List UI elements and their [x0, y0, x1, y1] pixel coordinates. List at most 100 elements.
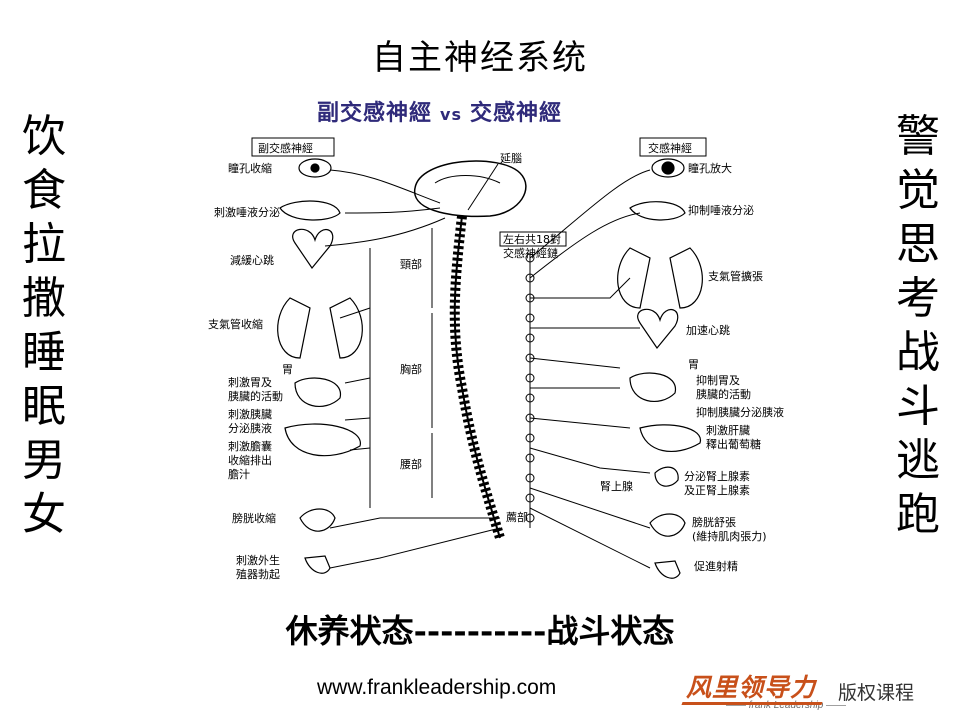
- right-header: 交感神經: [648, 141, 692, 155]
- nerve-line: [344, 377, 371, 384]
- ganglion-node: [525, 433, 535, 443]
- symp-label: 抑制唾液分泌: [688, 203, 754, 217]
- para-label: 胰臟的活動: [228, 389, 283, 403]
- left-salivary-icon: [279, 200, 341, 221]
- left-vertical-text: 饮 食 拉 撒 睡 眠 男 女: [14, 110, 74, 542]
- chain-label-1: 左右共18對: [503, 232, 561, 246]
- ganglion-node: [525, 253, 535, 263]
- right-eye-icon: [651, 158, 685, 178]
- para-label: 刺激胃及: [228, 375, 272, 389]
- symp-label: 釋出葡萄糖: [706, 437, 761, 451]
- left-heart-icon: [292, 228, 334, 270]
- left-bladder-icon: [299, 508, 336, 532]
- copyright-label: 版权课程: [838, 682, 915, 704]
- para-label: 膀胱收縮: [232, 511, 276, 525]
- ganglion-node: [525, 333, 535, 343]
- brain-shape: [414, 160, 527, 218]
- symp-label: 腎上腺: [600, 479, 633, 493]
- symp-label: 抑制胃及: [696, 373, 740, 387]
- chain-label-2: 交感神經鏈: [503, 246, 558, 260]
- right-organs: [617, 158, 703, 579]
- ganglion-node: [525, 453, 535, 463]
- sympathetic-nerves: [529, 169, 651, 569]
- nerve-line: [530, 277, 631, 299]
- left-lungs-icon: [277, 297, 363, 359]
- para-label: 刺激唾液分泌: [214, 205, 280, 219]
- right-liver-icon: [639, 424, 701, 452]
- symp-label: 胃: [688, 358, 699, 371]
- nerve-line: [529, 417, 631, 429]
- right-lungs-icon: [617, 247, 703, 309]
- subtitle-vs: vs: [440, 105, 462, 124]
- para-label: 刺激外生: [236, 553, 280, 567]
- nerve-line: [344, 207, 441, 214]
- spine-section-sacral: 薦部: [506, 510, 528, 524]
- right-char: 斗: [896, 381, 940, 432]
- para-label: 胃: [282, 363, 293, 376]
- symp-label: 刺激肝臟: [706, 423, 750, 437]
- symp-label: 支氣管擴張: [708, 269, 763, 283]
- right-salivary-icon: [629, 201, 686, 221]
- nerve-line: [529, 487, 651, 529]
- symp-label: 加速心跳: [686, 323, 730, 337]
- spine-section-lumbar: 腰部: [400, 457, 422, 471]
- left-eye-icon: [298, 158, 332, 178]
- para-label: 膽汁: [228, 467, 250, 481]
- right-char: 觉: [896, 165, 940, 216]
- left-char: 拉: [22, 219, 66, 270]
- right-vertical-text: 警 觉 思 考 战 斗 逃 跑: [888, 110, 948, 542]
- nerve-line: [529, 169, 651, 259]
- right-heart-icon: [637, 308, 679, 350]
- right-char: 警: [896, 111, 940, 162]
- ganglion-node: [525, 273, 535, 283]
- nerve-line: [529, 447, 651, 474]
- footer-url[interactable]: www.frankleadership.com: [317, 676, 557, 699]
- left-liver-icon: [284, 423, 361, 457]
- brand-logo: 风里领导力 —— frank Leadership ——: [681, 668, 847, 711]
- para-label: 減緩心跳: [230, 253, 274, 267]
- spine-section-chest: 胸部: [400, 362, 422, 376]
- para-label: 殖器勃起: [236, 568, 280, 581]
- left-char: 饮: [22, 111, 66, 162]
- ganglion-node: [525, 313, 535, 323]
- left-stomach-icon: [294, 377, 341, 407]
- left-char: 女: [22, 489, 66, 540]
- right-char: 逃: [896, 435, 940, 486]
- nervous-system-diagram: 副交感神經 交感神經 延腦 左右共18對 交感神經鏈 頸部 胸部 腰部 薦部: [208, 137, 784, 581]
- brain-fold: [434, 175, 501, 184]
- nerve-line: [329, 527, 501, 569]
- ganglion-node: [525, 513, 535, 523]
- symp-label: 促進射精: [694, 559, 738, 573]
- symp-label: 抑制胰臟分泌胰液: [696, 405, 784, 419]
- ganglion-node: [525, 473, 535, 483]
- left-char: 食: [22, 165, 66, 216]
- left-char: 眠: [22, 381, 66, 432]
- spine-section-neck: 頸部: [400, 257, 422, 271]
- symp-label: 瞳孔放大: [688, 161, 732, 175]
- symp-label: (維持肌肉張力): [692, 529, 767, 543]
- right-char: 考: [896, 273, 940, 324]
- left-header: 副交感神經: [258, 141, 313, 155]
- left-header-box: [251, 137, 335, 157]
- subtitle-left: 副交感神經: [317, 101, 433, 126]
- symp-label: 分泌腎上腺素: [684, 469, 750, 483]
- para-label: 收縮排出: [228, 453, 272, 467]
- brand-name: 风里领导力: [686, 673, 817, 702]
- right-pupil-icon: [661, 161, 675, 175]
- ganglion-node: [525, 493, 535, 503]
- nerve-line: [339, 307, 371, 319]
- nerve-line: [329, 169, 441, 204]
- spinal-column: [449, 215, 505, 540]
- para-label: 分泌胰液: [228, 421, 272, 435]
- nerve-line: [344, 417, 371, 421]
- symp-label: 膀胱舒張: [692, 515, 736, 529]
- right-header-box: [639, 137, 707, 157]
- brand-tagline: —— frank Leadership ——: [726, 700, 847, 711]
- left-organs: [277, 158, 363, 574]
- left-char: 男: [22, 435, 66, 486]
- ganglion-node: [525, 393, 535, 403]
- page-title: 自主神经系统: [372, 38, 588, 78]
- brand-underline: [681, 702, 823, 705]
- nerve-line: [529, 357, 621, 369]
- chain-label-box: [499, 231, 567, 247]
